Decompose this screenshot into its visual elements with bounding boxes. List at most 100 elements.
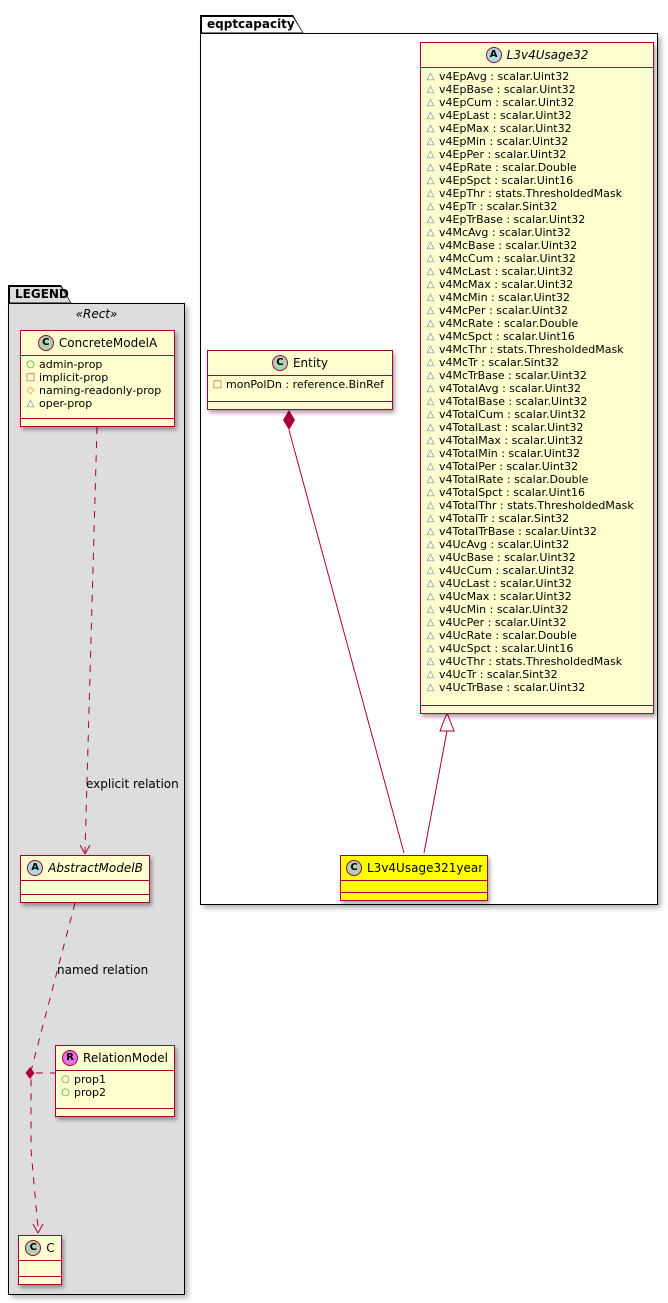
class-box-l3v4usage321year: C L3v4Usage321year (340, 855, 488, 901)
attribute-row: △v4McLast : scalar.Uint32 (425, 265, 649, 278)
attributes-compartment: ○prop1○prop2 (56, 1070, 174, 1108)
attribute-row: △v4TotalRate : scalar.Double (425, 473, 649, 486)
class-box-abstract-model-b: A AbstractModelB (20, 855, 150, 903)
attribute-text: v4TotalPer : scalar.Uint32 (439, 460, 579, 473)
triangle-field-icon: △ (426, 487, 435, 498)
methods-compartment (341, 892, 487, 900)
attribute-row: △v4TotalMin : scalar.Uint32 (425, 447, 649, 460)
class-spot-icon: C (37, 335, 54, 351)
attribute-row: △v4TotalBase : scalar.Uint32 (425, 395, 649, 408)
triangle-field-icon: △ (426, 214, 435, 225)
class-name: Entity (292, 356, 329, 370)
triangle-field-icon: △ (426, 643, 435, 654)
eqptcapacity-tab-fill (202, 17, 303, 33)
attributes-compartment: △v4EpAvg : scalar.Uint32△v4EpBase : scal… (421, 67, 653, 705)
attribute-row: △v4TotalAvg : scalar.Uint32 (425, 382, 649, 395)
triangle-field-icon: △ (426, 305, 435, 316)
attribute-text: v4McPer : scalar.Uint32 (439, 304, 568, 317)
attribute-row: △v4UcTrBase : scalar.Uint32 (425, 681, 649, 694)
attribute-row: △ v4McPer : scalar.Uint32 (425, 304, 649, 317)
methods-compartment (19, 1276, 61, 1284)
named-relation-label: named relation (57, 963, 149, 977)
attribute-row: △v4UcMin : scalar.Uint32 (425, 603, 649, 616)
attribute-row: △v4McTr : scalar.Sint32 (425, 356, 649, 369)
attribute-text: monPolDn : reference.BinRef (226, 378, 384, 391)
attribute-row: △ v4UcBase : scalar.Uint32 (425, 551, 649, 564)
attribute-text: naming-readonly-prop (39, 384, 162, 397)
triangle-field-icon: △ (426, 279, 435, 290)
attribute-row: △v4McSpct : scalar.Uint16 (425, 330, 649, 343)
attribute-row: △v4McTrBase : scalar.Uint32 (425, 369, 649, 382)
attribute-row: ◇ naming-readonly-prop (25, 384, 170, 397)
triangle-field-icon: △ (426, 149, 435, 160)
attribute-text: v4TotalCum : scalar.Uint32 (439, 408, 586, 421)
attributes-compartment (341, 880, 487, 892)
explicit-relation-label: explicit relation (86, 777, 179, 791)
attribute-row: △v4EpMin : scalar.Uint32 (425, 135, 649, 148)
diamond-field-icon: ◇ (26, 385, 35, 396)
triangle-field-icon: △ (426, 526, 435, 537)
triangle-field-icon: △ (426, 175, 435, 186)
triangle-field-icon: △ (426, 578, 435, 589)
triangle-field-icon: △ (426, 630, 435, 641)
eqptcapacity-package-tab: eqptcapacity (200, 15, 304, 34)
attribute-text: v4UcLast : scalar.Uint32 (439, 577, 572, 590)
attribute-row: □implicit-prop (25, 371, 170, 384)
methods-compartment (21, 894, 149, 902)
class-box-l3v4usage32: A L3v4Usage32 △v4EpAvg : scalar.Uint32△v… (420, 42, 654, 714)
attribute-text: v4EpMax : scalar.Uint32 (439, 122, 572, 135)
triangle-field-icon: △ (426, 110, 435, 121)
triangle-field-icon: △ (426, 474, 435, 485)
triangle-field-icon: △ (426, 227, 435, 238)
class-header: C Entity (208, 351, 392, 375)
triangle-field-icon: △ (426, 318, 435, 329)
triangle-field-icon: △ (426, 84, 435, 95)
class-spot-icon: C (271, 355, 288, 371)
triangle-field-icon: △ (426, 188, 435, 199)
class-name: ConcreteModelA (58, 336, 158, 350)
attribute-text: v4McThr : stats.ThresholdedMask (439, 343, 624, 356)
triangle-field-icon: △ (426, 461, 435, 472)
class-header: C C (19, 1236, 61, 1260)
attribute-row: △v4UcRate : scalar.Double (425, 629, 649, 642)
attribute-row: △v4EpTrBase : scalar.Uint32 (425, 213, 649, 226)
attribute-text: v4EpThr : stats.ThresholdedMask (439, 187, 622, 200)
attribute-text: v4McBase : scalar.Uint32 (439, 239, 578, 252)
attribute-row: △v4UcAvg : scalar.Uint32 (425, 538, 649, 551)
triangle-field-icon: △ (426, 253, 435, 264)
triangle-field-icon: △ (426, 123, 435, 134)
class-header: A L3v4Usage32 (421, 43, 653, 67)
triangle-field-icon: △ (426, 162, 435, 173)
attribute-text: v4UcBase : scalar.Uint32 (439, 551, 576, 564)
triangle-field-icon: △ (426, 331, 435, 342)
attribute-text: v4TotalAvg : scalar.Uint32 (439, 382, 581, 395)
attribute-text: v4UcAvg : scalar.Uint32 (439, 538, 570, 551)
attribute-text: v4McAvg : scalar.Uint32 (439, 226, 571, 239)
attributes-compartment (19, 1260, 61, 1276)
attribute-row: △ v4EpMax : scalar.Uint32 (425, 122, 649, 135)
attribute-text: v4McCum : scalar.Uint32 (439, 252, 576, 265)
class-name: L3v4Usage321year (367, 861, 482, 875)
attribute-row: △ v4UcLast : scalar.Uint32 (425, 577, 649, 590)
attribute-row: △v4McMax : scalar.Uint32 (425, 278, 649, 291)
attribute-row: △v4McMin : scalar.Uint32 (425, 291, 649, 304)
attribute-text: v4UcMin : scalar.Uint32 (439, 603, 569, 616)
attribute-text: v4McTrBase : scalar.Uint32 (439, 369, 587, 382)
attribute-text: v4UcMax : scalar.Uint32 (439, 590, 572, 603)
methods-compartment (421, 705, 653, 713)
triangle-field-icon: △ (426, 565, 435, 576)
attribute-row: △v4EpSpct : scalar.Uint16 (425, 174, 649, 187)
legend-stereotype: «Rect» (75, 307, 118, 321)
attribute-row: △v4EpBase : scalar.Uint32 (425, 83, 649, 96)
attribute-text: v4UcTrBase : scalar.Uint32 (439, 681, 586, 694)
attribute-text: admin-prop (39, 358, 103, 371)
attribute-row: △v4TotalSpct : scalar.Uint16 (425, 486, 649, 499)
triangle-field-icon: △ (426, 435, 435, 446)
triangle-field-icon: △ (426, 552, 435, 563)
triangle-field-icon: △ (426, 513, 435, 524)
relation-spot-icon: R (62, 1050, 79, 1066)
triangle-field-icon: △ (426, 201, 435, 212)
attribute-text: oper-prop (39, 397, 93, 410)
attribute-row: △v4McRate : scalar.Double (425, 317, 649, 330)
